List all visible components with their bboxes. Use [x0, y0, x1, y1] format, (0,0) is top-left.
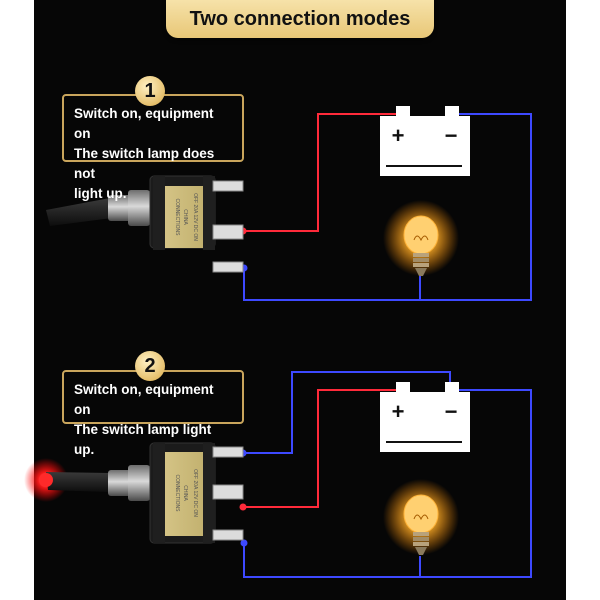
mode2-line-2: The switch lamp light up. [74, 422, 212, 457]
mode1-battery: + − [380, 106, 470, 176]
mode2-switch-label-mid: CHINA [182, 485, 188, 501]
mode1-toggle-switch: OFF 20A 12V DC ON CHINA CONNECTIONS [46, 175, 244, 273]
mode2-battery-plus: + [392, 399, 405, 424]
mode1-line-1: Switch on, equipment on [74, 106, 214, 141]
mode1-positive-wire [243, 113, 399, 232]
mode1-line-2: The switch lamp does not [74, 146, 215, 181]
mode2-negative-wire [420, 389, 532, 578]
mode2-indicator-wire [243, 371, 451, 454]
mode1-wiring [239, 113, 532, 301]
mode1-number-badge: 1 [135, 76, 165, 106]
mode2-line-1: Switch on, equipment on [74, 382, 214, 417]
mode1-battery-plus: + [392, 123, 405, 148]
mode1-negative-wire [420, 113, 532, 301]
mode2-lamp-return-wire [243, 543, 420, 578]
mode1-switch-label-top: OFF 20A 12V DC ON [192, 193, 198, 241]
page-title: Two connection modes [166, 0, 434, 38]
mode2-switch-label-bot: CONNECTIONS [174, 475, 180, 513]
mode1-line-3: light up. [74, 186, 127, 201]
mode2-positive-dot [239, 503, 247, 511]
mode1-switch-label-mid: CHINA [182, 209, 188, 225]
mode2-battery-minus: − [445, 399, 458, 424]
mode2-switch-lever [46, 472, 110, 492]
mode2-number-badge: 2 [135, 351, 165, 381]
mode1-switch-label-bot: CONNECTIONS [174, 199, 180, 237]
mode2-toggle-switch: OFF 20A 12V DC ON CHINA CONNECTIONS [24, 442, 244, 544]
mode2-wiring [239, 371, 532, 578]
mode2-battery: + − [380, 382, 470, 452]
mode1-lamp-return-wire [243, 268, 420, 301]
mode1-switch-lever [46, 198, 112, 226]
mode2-positive-wire [243, 389, 399, 508]
mode2-light-bulb [383, 479, 459, 555]
mode1-light-bulb [383, 200, 459, 276]
mode1-battery-minus: − [445, 123, 458, 148]
mode2-switch-label-top: OFF 20A 12V DC ON [192, 469, 198, 517]
mode2-negative-dot [240, 539, 248, 547]
